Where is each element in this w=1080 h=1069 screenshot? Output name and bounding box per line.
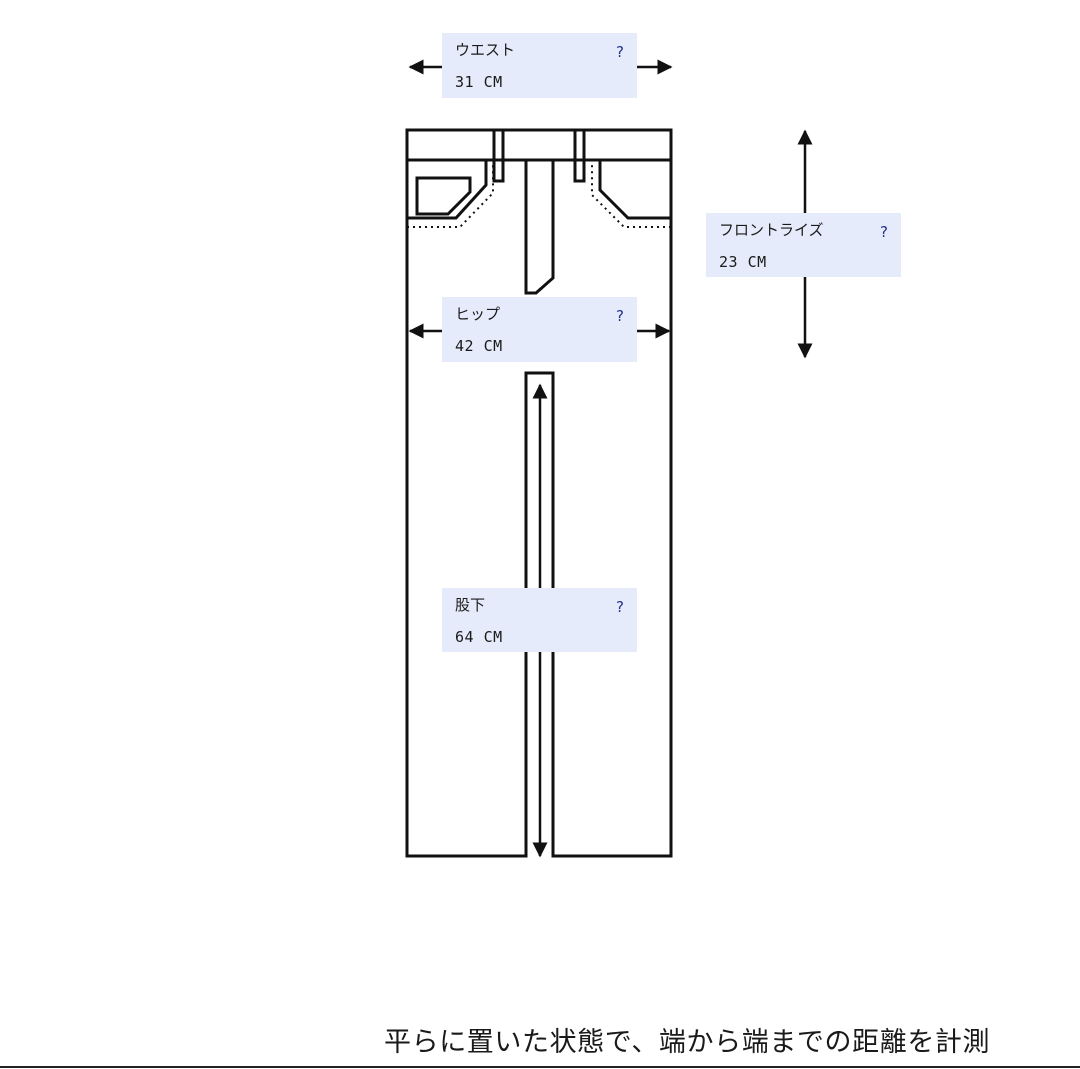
hip-value: 42 CM	[455, 337, 503, 355]
measurement-arrows	[408, 59, 813, 858]
inseam-value: 64 CM	[455, 628, 503, 646]
waist-label: ウエスト	[455, 41, 516, 59]
front-rise-measurement-label: フロントライズ ? 23 CM	[706, 213, 901, 277]
belt-loop-left	[492, 128, 505, 183]
hip-label: ヒップ	[455, 305, 501, 323]
coin-pocket	[415, 176, 472, 216]
left-pocket-opening	[407, 160, 488, 220]
front-rise-value: 23 CM	[719, 253, 767, 271]
stitch-lines	[407, 160, 671, 228]
belt-loop-right	[573, 128, 586, 183]
waist-help-icon[interactable]: ?	[616, 43, 624, 61]
inseam-measurement-label: 股下 ? 64 CM	[442, 588, 637, 652]
front-rise-label: フロントライズ	[719, 221, 824, 239]
waist-value: 31 CM	[455, 73, 503, 91]
hip-measurement-label: ヒップ ? 42 CM	[442, 297, 637, 362]
inseam-label: 股下	[455, 596, 486, 614]
waist-measurement-label: ウエスト ? 31 CM	[442, 33, 637, 98]
pants-outline	[405, 128, 673, 858]
measurement-caption: 平らに置いた状態で、端から端までの距離を計測	[384, 1027, 991, 1058]
fly-line	[524, 160, 555, 295]
hip-help-icon[interactable]: ?	[616, 307, 624, 325]
pants-silhouette	[405, 128, 673, 858]
right-pocket-opening	[598, 160, 671, 220]
inseam-help-icon[interactable]: ?	[616, 598, 624, 616]
bottom-divider	[0, 1066, 1080, 1068]
front-rise-help-icon[interactable]: ?	[880, 223, 888, 241]
